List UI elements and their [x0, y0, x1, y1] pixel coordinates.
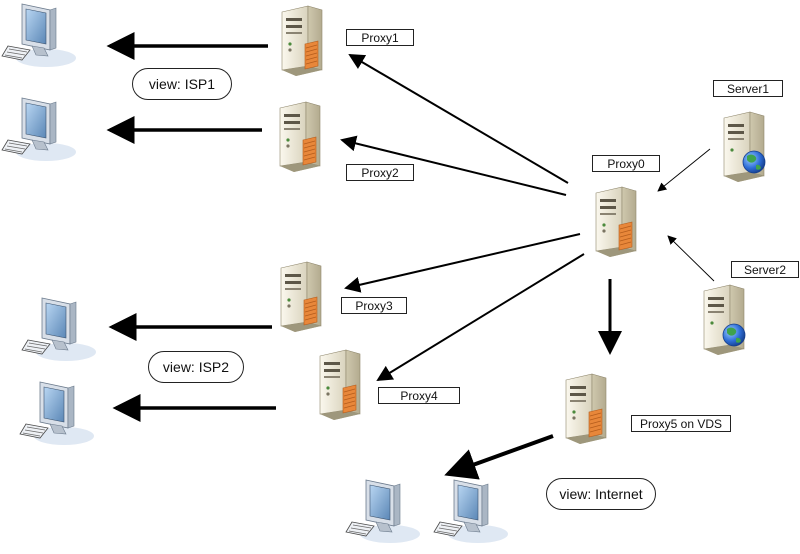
internet-desktop-computer-icon-1 [345, 479, 421, 544]
proxy1-server-icon [281, 5, 323, 77]
view-internet-label: view: Internet [546, 478, 656, 510]
proxy2-label: Proxy2 [346, 164, 414, 181]
server2-web-server-icon [703, 284, 746, 356]
arrow-server2-to-proxy0 [667, 235, 715, 282]
proxy0-server-icon [595, 186, 637, 258]
server1-label: Server1 [713, 80, 783, 97]
view-isp1-label: view: ISP1 [132, 68, 232, 100]
proxy4-label: Proxy4 [378, 387, 460, 404]
isp2-desktop-computer-icon-2 [19, 381, 95, 446]
arrow-server1-to-proxy0 [657, 148, 711, 192]
proxy1-label: Proxy1 [346, 29, 414, 46]
arrow-proxy0-to-proxy3 [344, 233, 581, 293]
proxy3-server-icon [280, 261, 322, 333]
arrow-proxy0-to-proxy1 [348, 53, 569, 184]
isp1-desktop-computer-icon-1 [1, 3, 77, 68]
proxy5-server-icon [565, 373, 607, 445]
isp1-desktop-computer-icon-2 [1, 97, 77, 162]
proxy2-server-icon [279, 101, 321, 173]
internet-desktop-computer-icon-2 [433, 479, 509, 544]
proxy0-label: Proxy0 [592, 155, 660, 172]
server1-web-server-icon [723, 111, 766, 183]
server2-label: Server2 [731, 261, 799, 278]
proxy4-server-icon [319, 349, 361, 421]
arrow-proxy0-to-proxy2 [340, 135, 567, 196]
isp2-desktop-computer-icon-1 [21, 297, 97, 362]
proxy5-label: Proxy5 on VDS [631, 415, 731, 432]
view-isp2-label: view: ISP2 [148, 351, 244, 383]
proxy3-label: Proxy3 [341, 297, 407, 314]
arrow-proxy5-to-internet-pcs [444, 434, 554, 480]
arrow-proxy0-to-proxy4 [376, 253, 585, 382]
